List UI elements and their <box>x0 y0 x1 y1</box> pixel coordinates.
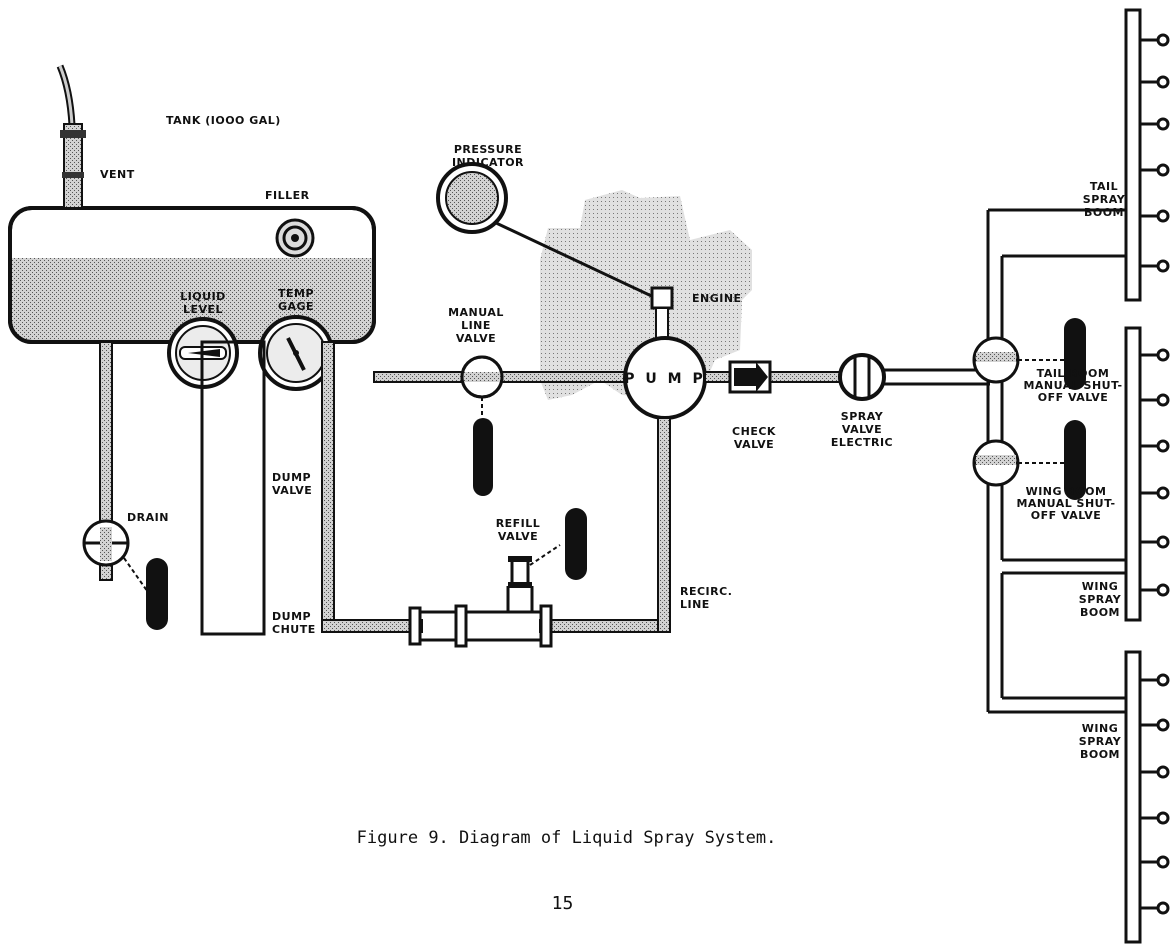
spray-valve-label-3: ELECTRIC <box>831 436 893 449</box>
tail-spray-boom <box>1124 8 1170 302</box>
tail-spray-boom-label-2: SPRAY <box>1083 193 1126 206</box>
temp-gage-label-2: GAGE <box>278 300 314 313</box>
recirc-line-label-1: RECIRC. <box>680 585 732 598</box>
wing-boom-valve-label-3: OFF VALVE <box>1031 509 1102 522</box>
tail-boom-valve-label-2: MANUAL SHUT- <box>1023 379 1122 392</box>
dump-valve-label-1: DUMP <box>272 471 311 484</box>
dump-chute-label-1: DUMP <box>272 610 311 623</box>
check-valve-label-2: VALVE <box>734 438 774 451</box>
pressure-indicator-label-2: INDICATOR <box>452 156 524 169</box>
wing-spray-boom-bottom <box>1124 650 1170 944</box>
liquid-level-label-2: LEVEL <box>183 303 223 316</box>
engine-label: ENGINE <box>692 292 742 305</box>
temp-gage-label-1: TEMP <box>278 287 314 300</box>
filler-label: FILLER <box>265 189 310 202</box>
tail-spray-boom-label-3: BOOM <box>1084 206 1124 219</box>
tail-boom-shutoff-valve <box>972 318 1086 390</box>
refill-valve-label-1: REFILL <box>496 517 541 530</box>
vent-pipe <box>56 64 86 209</box>
wing-spray-boom-2-label-3: BOOM <box>1080 748 1120 761</box>
refill-valve-label-2: VALVE <box>498 530 538 543</box>
recirc-line-label-2: LINE <box>680 598 710 611</box>
dump-valve-label-2: VALVE <box>272 484 312 497</box>
wing-spray-boom-1-label-2: SPRAY <box>1079 593 1122 606</box>
spray-valve-electric <box>838 353 886 401</box>
wing-spray-boom-2-label-2: SPRAY <box>1079 735 1122 748</box>
dump-recirc-lines <box>321 341 671 648</box>
filler-cap <box>275 218 315 258</box>
temp-gauge <box>258 315 334 391</box>
labels: TANK (IOOO GAL) VENT FILLER LIQUID LEVEL… <box>100 114 1126 761</box>
spray-valve-label-2: VALVE <box>842 423 882 436</box>
wing-boom-shutoff-valve <box>972 420 1086 500</box>
liquid-level-label-1: LIQUID <box>180 290 226 303</box>
tank-label: TANK (IOOO GAL) <box>166 114 281 127</box>
manual-line-valve-label-2: LINE <box>461 319 491 332</box>
wing-spray-boom-2-label-1: WING <box>1082 722 1118 735</box>
wing-boom-valve-label-1: WING BOOM <box>1026 485 1107 498</box>
pressure-indicator <box>436 162 661 302</box>
check-valve <box>704 360 846 394</box>
dump-chute <box>200 340 266 636</box>
wing-spray-boom-1-label-1: WING <box>1082 580 1118 593</box>
boom-supply-line <box>884 208 1126 714</box>
wing-spray-boom-middle <box>1124 326 1170 622</box>
tail-boom-valve-label-3: OFF VALVE <box>1038 391 1109 404</box>
spray-valve-label-1: SPRAY <box>841 410 884 423</box>
drain <box>82 341 168 630</box>
wing-boom-valve-label-2: MANUAL SHUT- <box>1016 497 1115 510</box>
refill-valve <box>508 508 587 588</box>
dump-chute-label-2: CHUTE <box>272 623 316 636</box>
manual-line-valve <box>460 355 504 496</box>
page-number-text: 15 <box>551 893 574 914</box>
check-valve-label-1: CHECK <box>732 425 776 438</box>
manual-line-valve-label-3: VALVE <box>456 332 496 345</box>
manual-line-valve-label-1: MANUAL <box>448 306 504 319</box>
figure-caption-text: Figure 9. Diagram of Liquid Spray System… <box>356 828 777 848</box>
pressure-indicator-label-1: PRESSURE <box>454 143 522 156</box>
wing-spray-boom-1-label-3: BOOM <box>1080 606 1120 619</box>
vent-label: VENT <box>100 168 135 181</box>
page-number: 15 <box>0 893 1173 914</box>
tail-boom-valve-label-1: TAIL BOOM <box>1037 367 1110 380</box>
pump-label: P U M P <box>624 371 705 387</box>
drain-label: DRAIN <box>127 511 169 524</box>
figure-caption: Figure 9. Diagram of Liquid Spray System… <box>0 828 1173 848</box>
tail-spray-boom-label-1: TAIL <box>1090 180 1118 193</box>
